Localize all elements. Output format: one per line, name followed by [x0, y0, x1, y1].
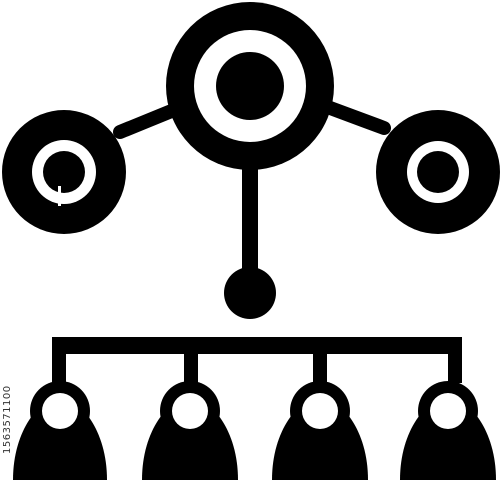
central-stem [224, 160, 276, 319]
branch-bar [52, 337, 462, 383]
stock-id-label: 1563571100 [2, 385, 13, 454]
stem-pin-icon [224, 267, 276, 319]
person-1 [13, 381, 107, 480]
person-3 [272, 381, 368, 480]
central-node [166, 2, 334, 170]
person-2 [142, 381, 238, 480]
person-4 [400, 381, 496, 480]
left-node [2, 110, 126, 234]
right-node [376, 110, 500, 234]
